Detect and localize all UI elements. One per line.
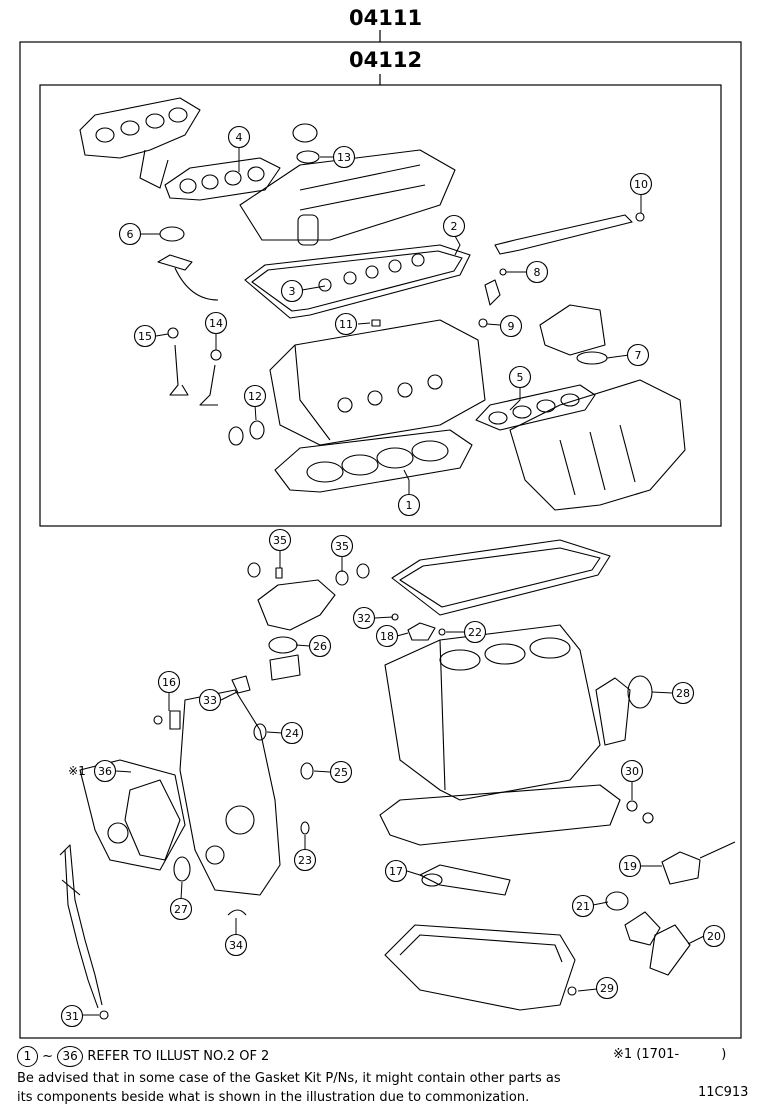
callout-16: 16 <box>162 676 176 689</box>
callout-4: 4 <box>236 131 243 144</box>
callout-leaders <box>83 146 705 1016</box>
callout-27: 27 <box>174 903 188 916</box>
callout-2: 2 <box>451 220 458 233</box>
rear-oil-seal-drawing <box>627 675 653 709</box>
callout-34: 34 <box>229 939 243 952</box>
callout-21: 21 <box>576 900 590 913</box>
exhaust-flange-gasket-drawing <box>159 226 185 242</box>
range-start-callout: 1 <box>17 1046 38 1067</box>
range-separator: ~ <box>42 1049 54 1064</box>
crankshaft-front-seal-drawing <box>173 856 191 882</box>
callout-14: 14 <box>209 317 223 330</box>
callout-22: 22 <box>468 626 482 639</box>
callout-30: 30 <box>625 765 639 778</box>
illustration-code: 11C913 <box>698 1085 749 1100</box>
callout-1: 1 <box>406 499 413 512</box>
applicability-note-mark: ※1 (1701- <box>613 1047 680 1062</box>
oil-dipstick-guide-drawing <box>59 844 103 1006</box>
refer-text: REFER TO ILLUST NO.2 OF 2 <box>87 1049 270 1064</box>
callout-28: 28 <box>676 687 690 700</box>
callout-17: 17 <box>389 865 403 878</box>
intake-manifold-drawing <box>509 379 686 511</box>
exhaust-manifold-drawing <box>79 97 201 189</box>
callout-10: 10 <box>634 178 648 191</box>
callout-35-left: 35 <box>273 534 287 547</box>
timing-chain-cover-drawing <box>179 689 281 896</box>
callout-5: 5 <box>517 371 524 384</box>
throttle-body-drawing <box>539 304 606 356</box>
callout-13: 13 <box>337 151 351 164</box>
callout-35-right: 35 <box>335 540 349 553</box>
advice-line-1: Be advised that in some case of the Gask… <box>17 1071 561 1086</box>
exhaust-manifold-gasket-drawing <box>164 157 281 201</box>
kit-number-04112: 04112 <box>349 48 423 72</box>
callout-32: 32 <box>357 612 371 625</box>
callout-7: 7 <box>635 349 642 362</box>
head-cover-gasket-drawing <box>244 244 471 319</box>
oil-filler-cap-drawing <box>292 123 318 143</box>
outer-kit-frame <box>19 41 742 1039</box>
intake-manifold-gasket-drawing <box>475 384 596 431</box>
valve-drawing <box>169 344 189 396</box>
applicability-note-close: ) <box>721 1047 727 1062</box>
callout-25: 25 <box>334 766 348 779</box>
water-outlet-drawing <box>257 579 336 681</box>
applicability-note: ※1 (1701- ) <box>613 1047 726 1062</box>
refer-note: 1 ~ 36 REFER TO ILLUST NO.2 OF 2 <box>17 1046 269 1067</box>
cylinder-head-cover-drawing <box>239 149 456 246</box>
callout-circles <box>60 125 726 1028</box>
cylinder-head-drawing <box>269 319 486 446</box>
callout-18: 18 <box>380 630 394 643</box>
oil-strainer-drawing <box>419 864 511 896</box>
cylinder-block-drawing <box>384 624 601 801</box>
filler-cap-gasket-drawing <box>296 150 320 164</box>
kit-number-04111: 04111 <box>349 6 423 30</box>
callout-19: 19 <box>623 860 637 873</box>
callout-36-note-mark: ※1 <box>68 764 86 778</box>
throttle-body-gasket-drawing <box>576 351 608 365</box>
callout-6: 6 <box>127 228 134 241</box>
callout-33: 33 <box>203 694 217 707</box>
cylinder-head-gasket-drawing <box>274 429 473 493</box>
plug-tube-gaskets-drawing <box>318 253 425 292</box>
callout-3: 3 <box>289 285 296 298</box>
oil-pan-gasket-drawing <box>391 539 611 616</box>
callout-9: 9 <box>508 320 515 333</box>
callout-11: 11 <box>339 318 353 331</box>
advice-line-2: its components beside what is shown in t… <box>17 1090 530 1105</box>
oil-pan-drawing <box>384 924 576 1011</box>
callout-24: 24 <box>285 727 299 740</box>
callout-29: 29 <box>600 982 614 995</box>
range-end-callout: 36 <box>57 1046 84 1067</box>
callout-numbers: 1 2 3 4 5 6 7 8 9 10 11 12 13 14 15 16 1… <box>65 131 721 1023</box>
callout-12: 12 <box>248 390 262 403</box>
callout-8: 8 <box>534 266 541 279</box>
valve-drawing-2 <box>199 364 218 406</box>
callout-36: 36 <box>98 765 112 778</box>
parts-drawing <box>59 97 736 1020</box>
callout-15: 15 <box>138 330 152 343</box>
callout-23: 23 <box>298 854 312 867</box>
callout-20: 20 <box>707 930 721 943</box>
callout-26: 26 <box>313 640 327 653</box>
inner-kit-frame <box>39 84 722 527</box>
fuel-delivery-pipe-drawing <box>494 214 633 255</box>
water-pump-drawing <box>79 759 186 871</box>
callout-31: 31 <box>65 1010 79 1023</box>
